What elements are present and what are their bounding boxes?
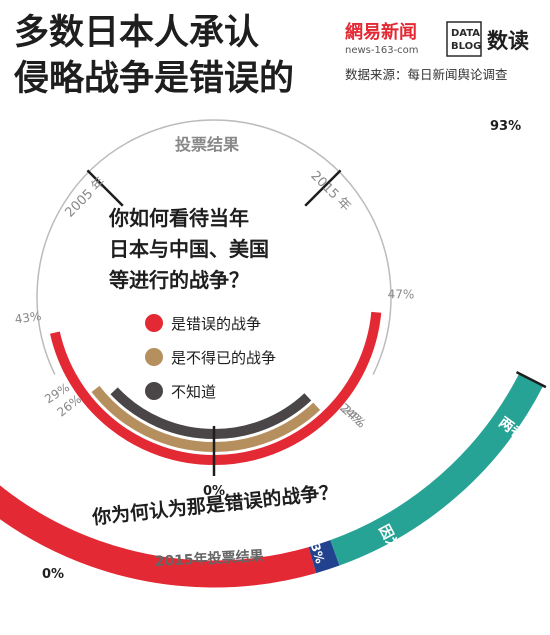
arc-end-tick xyxy=(515,370,547,389)
legend: 是错误的战争 是不得已的战争 不知道 xyxy=(145,314,276,401)
arc-segment-invasion xyxy=(0,485,317,588)
netease-logo: 網易新闻 news-163-com xyxy=(345,21,419,56)
donut-zero-label: 0% xyxy=(203,484,225,499)
title-line-1: 多数日本人承认 xyxy=(14,13,259,53)
legend-swatch-unavoidable xyxy=(145,348,163,366)
legend-swatch-unknown xyxy=(145,382,163,400)
arc-segment-defeat xyxy=(308,540,340,574)
datablog-cn: 数读 xyxy=(487,29,529,53)
question-line-2: 日本与中国、美国 xyxy=(109,237,269,261)
arc-2005-wrong xyxy=(50,331,215,465)
label-2005-wrong: 43% xyxy=(14,309,42,326)
brand-url: news-163-com xyxy=(345,45,419,56)
year-label-2015: 2015 年 xyxy=(307,168,353,214)
datablog-logo: DATA BLOG 数读 xyxy=(446,21,529,57)
arc-label-both: 两者都有 34% xyxy=(496,414,550,483)
legend-label-unavoidable: 是不得已的战争 xyxy=(171,349,276,367)
donut-tick-2005 xyxy=(86,169,124,207)
donut-tick-2015 xyxy=(304,169,342,207)
arc-2015-wrong xyxy=(213,311,382,465)
brand-name: 網易新闻 xyxy=(345,21,417,43)
arc-start-label: 0% xyxy=(42,567,64,582)
donut-chart: 43%47%29%24%26%24% 投票结果 2005 年 2015 年 你如… xyxy=(14,119,415,499)
arc-2015-unavoidable xyxy=(213,402,321,452)
legend-swatch-wrong xyxy=(145,314,163,332)
arc-2005-unknown xyxy=(110,387,215,439)
source-note: 数据来源：每日新闻舆论调查 xyxy=(345,67,508,82)
title-line-2: 侵略战争是错误的 xyxy=(13,59,294,99)
label-2015-wrong: 47% xyxy=(388,287,415,301)
donut-guide-arc xyxy=(36,119,392,375)
arc-label-defeat-value: 3% xyxy=(308,542,327,566)
arc-subtitle: 2015年投票结果 xyxy=(154,547,265,570)
arc-label-defeat: 因为日本战败了 xyxy=(375,522,436,617)
arc-2005-unavoidable xyxy=(91,385,215,452)
legend-label-wrong: 是错误的战争 xyxy=(171,315,261,333)
datablog-top: DATA xyxy=(451,28,480,39)
question-line-1: 你如何看待当年 xyxy=(108,206,249,230)
datablog-box xyxy=(446,21,482,57)
year-label-2005: 2005 年 xyxy=(62,174,108,220)
question-line-3: 等进行的战争？ xyxy=(109,268,249,292)
donut-title: 投票结果 xyxy=(175,135,239,154)
arc-segment-both xyxy=(330,373,544,566)
legend-label-unknown: 不知道 xyxy=(171,383,216,401)
datablog-bottom: BLOG xyxy=(451,41,481,52)
arc-end-label: 93% xyxy=(490,119,521,134)
arc-2015-unknown xyxy=(213,393,312,439)
